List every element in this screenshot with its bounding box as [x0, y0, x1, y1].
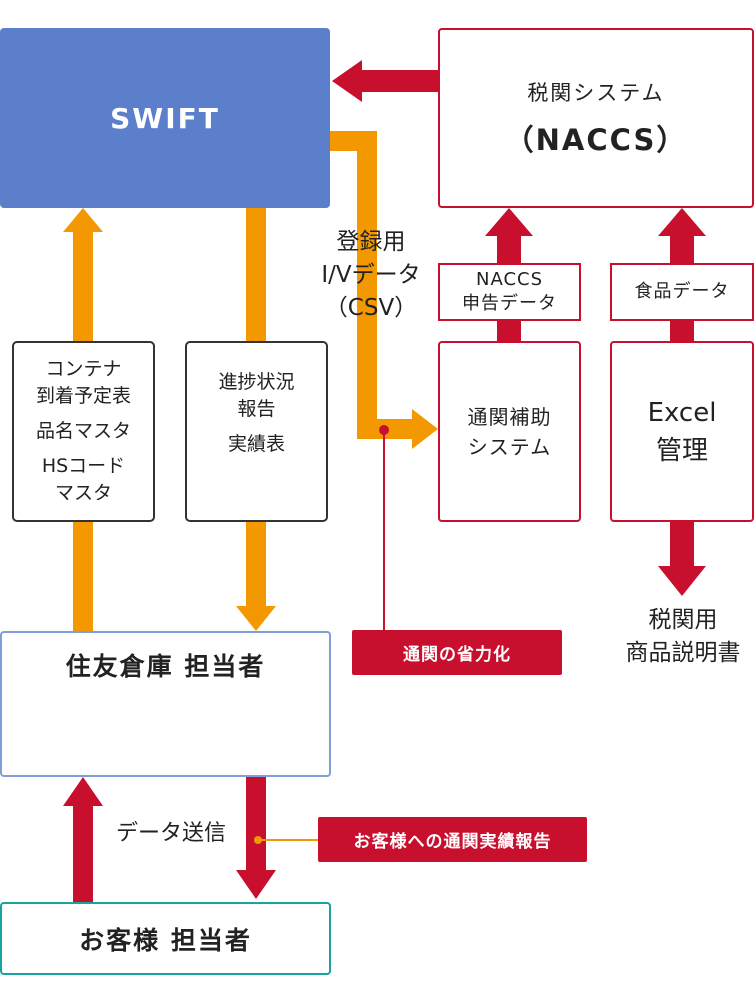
progress-report-box: 進捗状況 報告 実績表: [185, 341, 328, 522]
customs-saving-badge: 通関の省力化: [352, 630, 562, 675]
master-data-box: コンテナ 到着予定表 品名マスタ HSコード マスタ: [12, 341, 155, 522]
staff-title: 住友倉庫 担当者: [65, 652, 266, 681]
customer-report-badge: お客様への通関実績報告: [318, 817, 587, 862]
food-data-label: 食品データ: [610, 263, 754, 321]
customer-title: お客様 担当者: [79, 925, 252, 955]
arrow-customer-to-staff: [63, 777, 103, 902]
arrow-excel-to-doc: [658, 521, 706, 596]
customs-doc-label: 税関用 商品説明書: [625, 607, 741, 666]
naccs-data-label: NACCS 申告データ: [438, 263, 581, 321]
iv-data-label: 登録用 I/Vデータ （CSV）: [321, 229, 421, 321]
excel-box: Excel 管理: [610, 341, 754, 522]
naccs-title: （NACCS）: [504, 123, 688, 157]
swift-box: SWIFT: [0, 28, 330, 208]
connector-dot-customs-saving: [379, 425, 389, 435]
data-send-label: データ送信: [115, 821, 226, 846]
naccs-box: 税関システム （NACCS）: [438, 28, 754, 208]
sumitomo-staff-box: 住友倉庫 担当者: [0, 631, 331, 777]
arrow-swift-to-tsuukan: [330, 131, 438, 449]
tsuukan-system-box: 通関補助 システム: [438, 341, 581, 522]
connector-dot-customer-report: [254, 836, 262, 844]
swift-title: SWIFT: [110, 101, 220, 135]
arrow-naccs-to-swift: [332, 60, 438, 102]
customer-staff-box: お客様 担当者: [0, 902, 331, 975]
naccs-label: 税関システム: [527, 81, 665, 105]
